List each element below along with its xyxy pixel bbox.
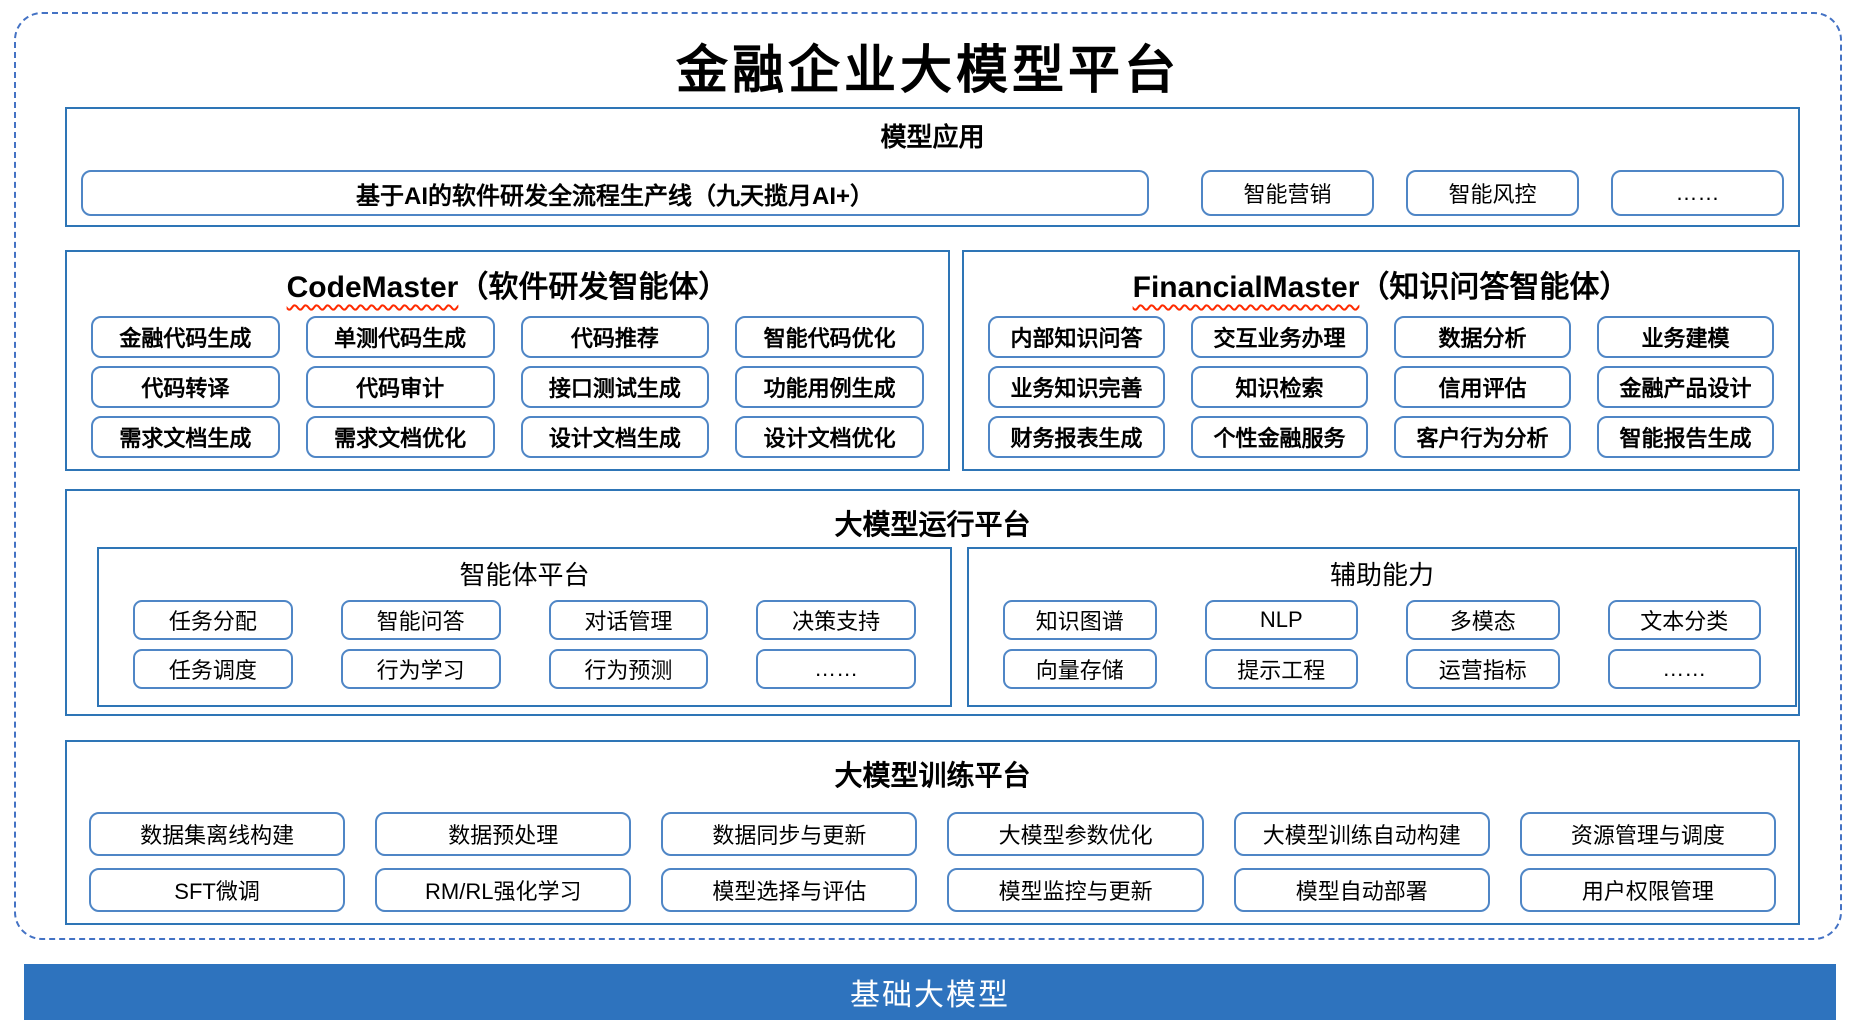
section-training-platform: 大模型训练平台 数据集离线构建 数据预处理 数据同步与更新 大模型参数优化 大模…: [65, 740, 1800, 925]
list-item: 模型监控与更新: [947, 868, 1204, 912]
list-item: 提示工程: [1204, 649, 1358, 689]
page-title: 金融企业大模型平台: [675, 40, 1180, 101]
section-financialmaster: FinancialMaster（知识问答智能体） 内部知识问答 交互业务办理 数…: [962, 250, 1800, 471]
list-item: 智能报告生成: [1597, 416, 1774, 458]
list-item: 模型自动部署: [1233, 868, 1490, 912]
list-item: 功能用例生成: [735, 366, 924, 408]
list-item: 知识检索: [1191, 366, 1368, 408]
app-item-ai-pipeline: 基于AI的软件研发全流程生产线（九天揽月AI+）: [81, 170, 1149, 216]
list-item: 数据集离线构建: [89, 812, 346, 856]
list-item: 大模型参数优化: [947, 812, 1204, 856]
runtime-platform-title: 大模型运行平台: [834, 509, 1031, 540]
codemaster-title-en: CodeMaster: [286, 271, 459, 304]
list-item: 业务知识完善: [988, 366, 1165, 408]
list-item: 金融代码生成: [91, 316, 280, 358]
agent-platform-grid: 任务分配 智能问答 对话管理 决策支持 任务调度 行为学习 行为预测 ……: [133, 600, 916, 689]
list-item: 行为学习: [340, 649, 501, 689]
list-item: 多模态: [1406, 600, 1560, 640]
list-item: 代码推荐: [520, 316, 710, 358]
section-model-applications: 模型应用 基于AI的软件研发全流程生产线（九天揽月AI+） 智能营销 智能风控 …: [65, 107, 1800, 227]
list-item: 业务建模: [1597, 316, 1774, 358]
list-item: 文本分类: [1607, 600, 1761, 640]
list-item: 行为预测: [548, 649, 709, 689]
list-item: 资源管理与调度: [1519, 812, 1776, 856]
list-item: 交互业务办理: [1191, 316, 1368, 358]
section-model-applications-title: 模型应用: [880, 122, 985, 152]
subsection-aux-ability: 辅助能力 知识图谱 NLP 多模态 文本分类 向量存储 提示工程 运营指标 ……: [967, 547, 1797, 707]
list-item: 知识图谱: [1003, 600, 1157, 640]
list-item: 大模型训练自动构建: [1233, 812, 1490, 856]
list-item: 数据预处理: [375, 812, 632, 856]
financialmaster-title: FinancialMaster（知识问答智能体）: [964, 252, 1798, 306]
app-item-risk-control: 智能风控: [1406, 170, 1579, 216]
codemaster-grid: 金融代码生成 单测代码生成 代码推荐 智能代码优化 代码转译 代码审计 接口测试…: [91, 316, 924, 458]
section-codemaster: CodeMaster（软件研发智能体） 金融代码生成 单测代码生成 代码推荐 智…: [65, 250, 950, 471]
list-item: 向量存储: [1003, 649, 1157, 689]
list-item: 接口测试生成: [520, 366, 710, 408]
app-item-ellipsis: ……: [1611, 170, 1784, 216]
outer-dashed-frame: [14, 12, 1842, 940]
codemaster-title-zh: （软件研发智能体）: [458, 271, 729, 304]
list-item: 单测代码生成: [305, 316, 495, 358]
list-item: 金融产品设计: [1597, 366, 1774, 408]
list-item: 设计文档生成: [520, 416, 710, 458]
list-item: 智能代码优化: [735, 316, 924, 358]
training-platform-title: 大模型训练平台: [834, 760, 1031, 791]
list-item: 信用评估: [1394, 366, 1571, 408]
list-item: 财务报表生成: [988, 416, 1165, 458]
list-item: 内部知识问答: [988, 316, 1165, 358]
list-item: 对话管理: [548, 600, 709, 640]
list-item: 任务分配: [133, 600, 293, 640]
financialmaster-grid: 内部知识问答 交互业务办理 数据分析 业务建模 业务知识完善 知识检索 信用评估…: [988, 316, 1774, 458]
list-item: ……: [756, 649, 916, 689]
app-item-marketing: 智能营销: [1201, 170, 1374, 216]
financialmaster-title-en: FinancialMaster: [1132, 271, 1360, 304]
section-runtime-platform: 大模型运行平台 智能体平台 任务分配 智能问答 对话管理 决策支持 任务调度 行…: [65, 489, 1800, 716]
list-item: RM/RL强化学习: [375, 868, 632, 912]
list-item: 数据同步与更新: [661, 812, 918, 856]
codemaster-title: CodeMaster（软件研发智能体）: [67, 252, 948, 306]
list-item: 用户权限管理: [1519, 868, 1776, 912]
aux-ability-grid: 知识图谱 NLP 多模态 文本分类 向量存储 提示工程 运营指标 ……: [1003, 600, 1761, 689]
list-item: 设计文档优化: [735, 416, 924, 458]
list-item: 智能问答: [340, 600, 501, 640]
list-item: 任务调度: [133, 649, 293, 689]
foundation-model-bar: 基础大模型: [24, 964, 1836, 1020]
list-item: 代码转译: [91, 366, 280, 408]
financialmaster-title-zh: （知识问答智能体）: [1359, 271, 1630, 304]
list-item: ……: [1607, 649, 1761, 689]
foundation-model-label: 基础大模型: [850, 979, 1010, 1012]
model-applications-row: 基于AI的软件研发全流程生产线（九天揽月AI+） 智能营销 智能风控 ……: [81, 170, 1784, 216]
list-item: 需求文档生成: [91, 416, 280, 458]
list-item: 个性金融服务: [1191, 416, 1368, 458]
agent-platform-title: 智能体平台: [459, 560, 590, 590]
aux-ability-title: 辅助能力: [1329, 560, 1434, 590]
list-item: SFT微调: [89, 868, 346, 912]
training-platform-grid: 数据集离线构建 数据预处理 数据同步与更新 大模型参数优化 大模型训练自动构建 …: [89, 812, 1776, 912]
list-item: 需求文档优化: [305, 416, 495, 458]
list-item: 模型选择与评估: [661, 868, 918, 912]
list-item: 客户行为分析: [1394, 416, 1571, 458]
list-item: 运营指标: [1406, 649, 1560, 689]
list-item: 代码审计: [305, 366, 495, 408]
list-item: 决策支持: [756, 600, 916, 640]
subsection-agent-platform: 智能体平台 任务分配 智能问答 对话管理 决策支持 任务调度 行为学习 行为预测…: [97, 547, 952, 707]
list-item: 数据分析: [1394, 316, 1571, 358]
list-item: NLP: [1204, 600, 1358, 640]
